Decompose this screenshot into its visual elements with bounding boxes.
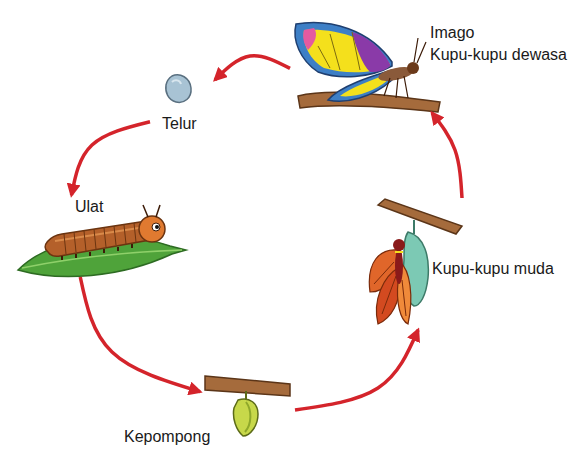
stage-node: ImagoKupu-kupu dewasa bbox=[290, 18, 440, 113]
stage-label: Kupu-kupu muda bbox=[432, 260, 554, 278]
egg-shine bbox=[172, 80, 181, 84]
stage-node: Ulat bbox=[12, 195, 187, 277]
stage-node: Kupu-kupu muda bbox=[370, 198, 470, 330]
stage-label: Imago bbox=[430, 24, 474, 42]
adult-butterfly-illustration bbox=[295, 23, 440, 112]
pupa-illustration bbox=[205, 376, 290, 436]
stage-label: Kupu-kupu dewasa bbox=[430, 46, 567, 64]
cycle-arrow bbox=[80, 277, 200, 392]
egg-illustration bbox=[166, 75, 191, 103]
cycle-arrow bbox=[432, 113, 462, 198]
cycle-arrow bbox=[215, 56, 290, 80]
caterpillar-illustration bbox=[18, 205, 186, 277]
cycle-arrow bbox=[295, 330, 418, 410]
stage-label: Ulat bbox=[75, 198, 103, 216]
stage-label: Kepompong bbox=[124, 428, 210, 446]
stage-node: Kepompong bbox=[200, 370, 295, 440]
cycle-arrow bbox=[72, 122, 151, 195]
stage-label: Telur bbox=[162, 115, 197, 133]
stage-node: Telur bbox=[150, 65, 215, 135]
